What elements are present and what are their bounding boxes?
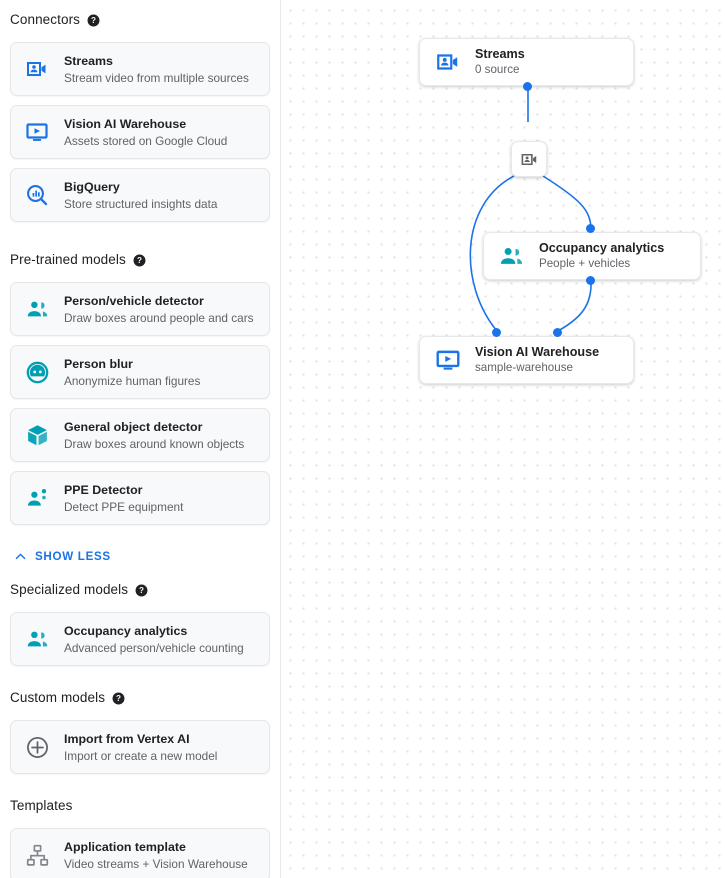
- palette-item-person-blur[interactable]: Person blur Anonymize human figures: [10, 345, 270, 399]
- help-icon[interactable]: ?: [112, 692, 125, 705]
- palette-item-subtitle: Anonymize human figures: [64, 373, 201, 388]
- svg-text:?: ?: [116, 694, 121, 703]
- hierarchy-tree-icon: [24, 842, 50, 868]
- palette-item-title: Vision AI Warehouse: [64, 116, 187, 131]
- node-port-streams-out[interactable]: [523, 82, 532, 91]
- pipeline-edges: [469, 58, 592, 332]
- section-title: Templates: [10, 798, 73, 813]
- help-icon[interactable]: ?: [133, 254, 146, 267]
- svg-text:?: ?: [91, 16, 96, 25]
- monitor-play-icon: [24, 119, 50, 145]
- palette-item-title: BigQuery: [64, 179, 120, 194]
- section-header-pre-trained-models: Pre-trained models ?: [10, 249, 270, 271]
- pipeline-canvas[interactable]: Streams 0 source: [281, 0, 725, 878]
- palette-item-vision-ai-warehouse[interactable]: Vision AI Warehouse Assets stored on Goo…: [10, 105, 270, 159]
- palette-item-import-from-vertex-ai[interactable]: Import from Vertex AI Import or create a…: [10, 720, 270, 774]
- node-port-occupancy-out[interactable]: [586, 276, 595, 285]
- section-pre-trained-models: Pre-trained models ? Person/vehicle det: [0, 249, 280, 567]
- palette-item-occupancy-analytics[interactable]: Occupancy analytics Advanced person/vehi…: [10, 612, 270, 666]
- palette-item-title: Occupancy analytics: [64, 623, 188, 638]
- cube-box-icon: [24, 422, 50, 448]
- palette-item-title: Import from Vertex AI: [64, 731, 190, 746]
- palette-item-subtitle: Detect PPE equipment: [64, 499, 184, 514]
- canvas-node-vision-ai-warehouse[interactable]: Vision AI Warehouse sample-warehouse: [419, 336, 634, 384]
- video-camera-person-icon: [521, 153, 536, 165]
- node-port-warehouse-in-2[interactable]: [553, 328, 562, 337]
- section-title: Specialized models: [10, 582, 129, 597]
- section-connectors: Connectors ? Streams Stream v: [0, 9, 280, 222]
- node-port-occupancy-in[interactable]: [586, 224, 595, 233]
- palette-item-subtitle: Import or create a new model: [64, 748, 218, 763]
- bigquery-search-chart-icon: [24, 182, 50, 208]
- palette-item-title: PPE Detector: [64, 482, 143, 497]
- video-camera-person-icon: [24, 56, 50, 82]
- canvas-node-streams[interactable]: Streams 0 source: [419, 38, 634, 86]
- left-palette-sidebar: Connectors ? Streams Stream v: [0, 0, 281, 878]
- section-header-custom-models: Custom models ?: [10, 687, 270, 709]
- help-icon[interactable]: ?: [135, 584, 148, 597]
- svg-text:?: ?: [139, 586, 144, 595]
- palette-item-title: General object detector: [64, 419, 203, 434]
- palette-item-title: Application template: [64, 839, 186, 854]
- palette-item-streams[interactable]: Streams Stream video from multiple sourc…: [10, 42, 270, 96]
- show-less-button[interactable]: SHOW LESS: [10, 545, 270, 567]
- section-header-specialized-models: Specialized models ?: [10, 579, 270, 601]
- person-vehicle-icon: [24, 296, 50, 322]
- palette-item-ppe-detector[interactable]: PPE Detector Detect PPE equipment: [10, 471, 270, 525]
- video-camera-person-icon: [434, 49, 461, 76]
- show-less-label: SHOW LESS: [35, 549, 111, 563]
- section-title: Pre-trained models: [10, 252, 126, 267]
- palette-item-subtitle: Advanced person/vehicle counting: [64, 640, 244, 655]
- palette-item-subtitle: Video streams + Vision Warehouse: [64, 856, 248, 871]
- person-vehicle-icon: [24, 626, 50, 652]
- help-icon[interactable]: ?: [87, 14, 100, 27]
- ppe-person-icon: [24, 485, 50, 511]
- canvas-node-subtitle: 0 source: [475, 63, 520, 76]
- palette-item-subtitle: Store structured insights data: [64, 196, 218, 211]
- canvas-node-title: Occupancy analytics: [539, 241, 665, 255]
- section-title: Connectors: [10, 12, 81, 27]
- canvas-node-occupancy-analytics[interactable]: Occupancy analytics People + vehicles: [483, 232, 701, 280]
- chevron-up-icon: [13, 549, 28, 564]
- monitor-play-icon: [434, 347, 461, 374]
- palette-item-person-vehicle-detector[interactable]: Person/vehicle detector Draw boxes aroun…: [10, 282, 270, 336]
- face-blur-icon: [24, 359, 50, 385]
- palette-item-application-template[interactable]: Application template Video streams + Vis…: [10, 828, 270, 878]
- section-custom-models: Custom models ? Import from Vertex AI Im…: [0, 687, 280, 774]
- palette-item-title: Streams: [64, 53, 113, 68]
- canvas-node-title: Streams: [475, 47, 525, 61]
- section-templates: Templates Application template Video str…: [0, 795, 280, 878]
- canvas-node-title: Vision AI Warehouse: [475, 345, 600, 359]
- palette-item-subtitle: Draw boxes around known objects: [64, 436, 245, 451]
- palette-item-title: Person/vehicle detector: [64, 293, 204, 308]
- palette-item-subtitle: Draw boxes around people and cars: [64, 310, 254, 325]
- palette-item-subtitle: Assets stored on Google Cloud: [64, 133, 228, 148]
- stream-badge[interactable]: [511, 141, 547, 177]
- palette-item-general-object-detector[interactable]: General object detector Draw boxes aroun…: [10, 408, 270, 462]
- svg-text:?: ?: [137, 256, 142, 265]
- plus-circle-icon: [24, 734, 50, 760]
- palette-item-bigquery[interactable]: BigQuery Store structured insights data: [10, 168, 270, 222]
- palette-item-subtitle: Stream video from multiple sources: [64, 70, 249, 85]
- palette-item-title: Person blur: [64, 356, 133, 371]
- node-port-warehouse-in-1[interactable]: [492, 328, 501, 337]
- canvas-node-subtitle: sample-warehouse: [475, 361, 573, 374]
- section-title: Custom models: [10, 690, 106, 705]
- person-vehicle-icon: [498, 243, 525, 270]
- canvas-node-subtitle: People + vehicles: [539, 257, 631, 270]
- section-specialized-models: Specialized models ? Occupancy analytics: [0, 579, 280, 666]
- section-header-connectors: Connectors ?: [10, 9, 270, 31]
- section-header-templates: Templates: [10, 795, 270, 817]
